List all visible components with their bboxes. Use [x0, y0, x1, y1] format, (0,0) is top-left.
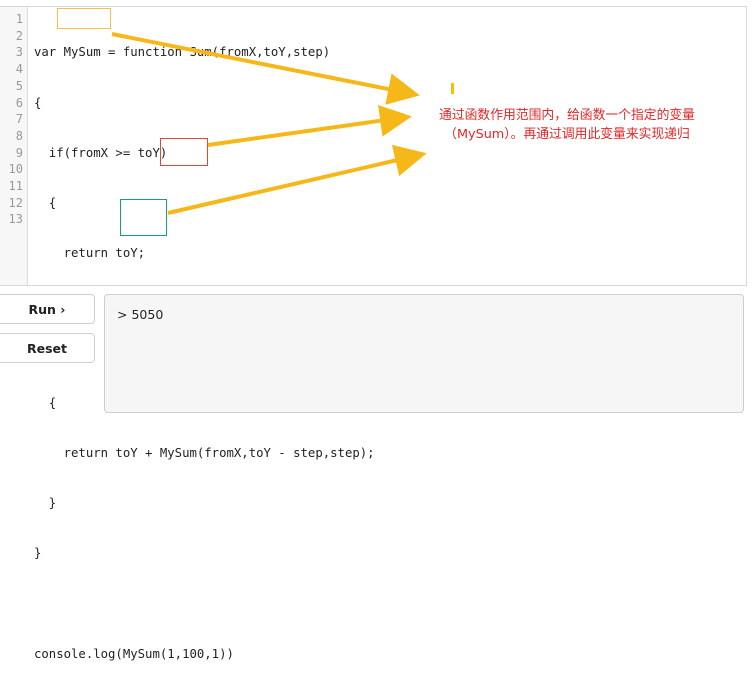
highlight-box-mysum-invocation: [120, 199, 167, 236]
console-output-value: 5050: [131, 307, 164, 322]
console-prompt-icon: >: [117, 307, 128, 322]
reset-button[interactable]: Reset: [0, 333, 95, 363]
annotation-line-2: （MySum）。再通过调用此变量来实现递归: [444, 127, 690, 142]
line-number: 7: [15, 112, 23, 127]
code-line: var MySum = function Sum(fromX,toY,step): [34, 45, 331, 60]
annotation-line-1: 通过函数作用范围内，给函数一个指定的变量: [439, 108, 695, 123]
cursor-marker: [451, 83, 454, 94]
code-line: {: [34, 95, 42, 110]
line-number: 11: [8, 179, 23, 193]
line-number: 9: [15, 145, 23, 160]
line-number: 10: [8, 162, 23, 177]
code-line: return toY + MySum(fromX,toY - step,step…: [34, 446, 375, 461]
code-line: {: [34, 396, 57, 411]
line-number: 3: [15, 45, 23, 60]
code-editor[interactable]: 1 2 3 4 5 6 7 8 9 10 11 12 13 var MySum …: [0, 6, 747, 661]
console-line: > 5050: [117, 307, 163, 322]
code-line: {: [34, 195, 57, 210]
run-button[interactable]: Run ›: [0, 294, 95, 324]
code-line: }: [34, 546, 42, 561]
code-line: if(fromX >= toY): [34, 145, 168, 160]
line-number: 8: [15, 128, 23, 143]
line-number: 4: [15, 62, 23, 77]
line-number: 6: [15, 95, 23, 110]
line-number: 5: [15, 78, 23, 93]
line-number: 12: [8, 195, 23, 210]
line-number: 13: [8, 212, 23, 227]
line-number: 1: [15, 12, 23, 26]
code-line: console.log(MySum(1,100,1)): [34, 646, 234, 661]
line-number-gutter: 1 2 3 4 5 6 7 8 9 10 11 12 13: [0, 7, 28, 285]
code-line: }: [34, 496, 57, 511]
highlight-box-mysum-declaration: [57, 8, 111, 29]
console-output-panel: > 5050: [104, 294, 744, 413]
highlight-box-mysum-recursive-call: [160, 138, 208, 166]
line-number: 2: [15, 28, 23, 43]
code-line: [34, 595, 375, 612]
code-line: return toY;: [34, 245, 146, 260]
annotation-text: 通过函数作用范围内，给函数一个指定的变量 （MySum）。再通过调用此变量来实现…: [412, 106, 722, 144]
